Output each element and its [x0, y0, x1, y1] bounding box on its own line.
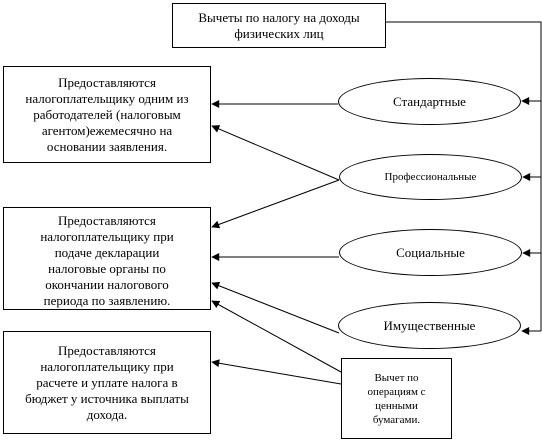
- diagram-title: Вычеты по налогу на доходы физических ли…: [198, 9, 360, 41]
- arrow-securities-to-box2: [211, 300, 342, 373]
- diagram-title-box: Вычеты по налогу на доходы физических ли…: [172, 3, 386, 48]
- trunk-line: [386, 21, 542, 331]
- description-text: Предоставляются налогоплательщику при по…: [40, 213, 174, 308]
- deduction-type-social: Социальные: [339, 229, 522, 276]
- arrow-professional-to-box1: [211, 125, 340, 181]
- deduction-type-property: Имущественные: [338, 302, 521, 349]
- description-box-employer: Предоставляются налогоплательщику одним …: [3, 66, 211, 163]
- arrow-securities-to-box3: [211, 359, 342, 385]
- deduction-type-standard: Стандартные: [338, 78, 521, 125]
- arrow-professional-to-box2: [211, 179, 340, 229]
- deduction-type-label: Социальные: [396, 244, 465, 260]
- description-text: Предоставляются налогоплательщику при ра…: [25, 342, 189, 422]
- arrow-property-to-box2: [211, 281, 340, 334]
- deduction-type-professional: Профессиональные: [339, 154, 522, 200]
- deduction-type-label: Профессиональные: [384, 171, 477, 183]
- description-text: Предоставляются налогоплательщику одним …: [25, 74, 189, 154]
- deduction-type-label: Стандартные: [393, 93, 466, 109]
- securities-deduction-box: Вычет по операциям с ценными бумагами.: [341, 358, 452, 439]
- description-box-source: Предоставляются налогоплательщику при ра…: [3, 331, 211, 434]
- description-box-declaration: Предоставляются налогоплательщику при по…: [3, 207, 211, 310]
- deduction-type-label: Имущественные: [383, 317, 476, 333]
- securities-deduction-label: Вычет по операциям с ценными бумагами.: [367, 371, 426, 426]
